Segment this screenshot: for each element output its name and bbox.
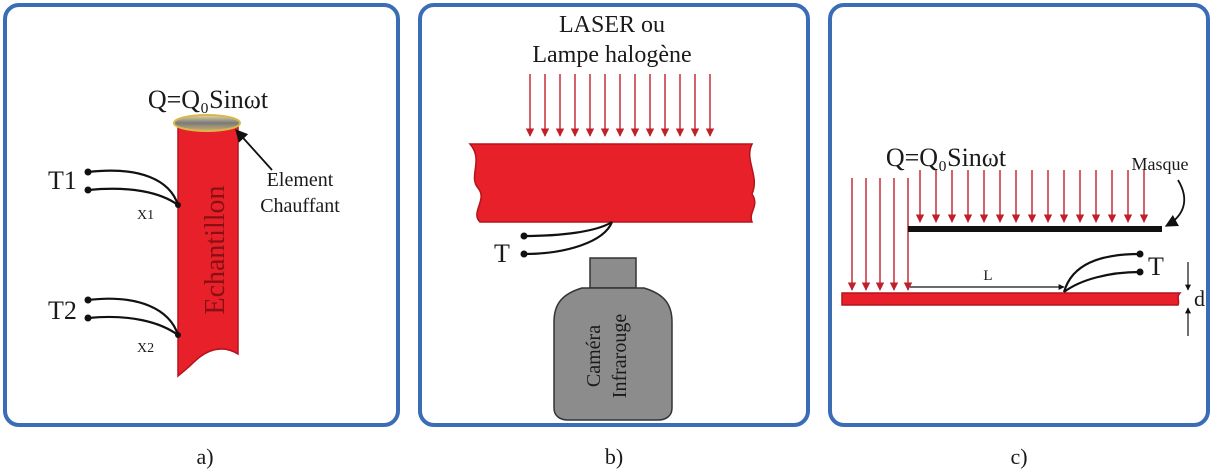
panel-c-masked-arrows [915,170,1149,223]
panel-c-caption: c) [1010,444,1027,469]
panel-c: Q=Q₀Sinωt Masque [828,3,1210,469]
panel-c-frame [828,3,1210,427]
probe-t2-junction [175,332,181,338]
panel-b-probe-wire-bottom [523,221,614,256]
panel-a-sample-bar [177,123,239,378]
thickness-d-label: d [1194,286,1205,311]
probe-x1-label: X1 [137,208,154,223]
camera-body [553,287,673,421]
panel-b-probe-wire-top [523,221,613,238]
panel-c-source-label: Q=Q₀Sinωt [886,143,1007,172]
panel-a-source-label: Q=Q₀Sinωt [148,85,269,114]
panel-b-source-line2: Lampe halogène [532,42,691,68]
probe-x2-label: X2 [137,341,154,356]
probe-t2-wire-top [87,297,180,336]
panel-b-probe-label: T [494,239,510,268]
panel-c-probe-wire-bottom [1063,270,1141,293]
sample-label: Echantillon [200,185,231,314]
mask-label: Masque [1132,154,1189,174]
panel-b-source-line1: LASER ou [559,12,665,38]
heater-label-line1: Element [267,169,334,191]
panel-b-sample-bar [468,143,756,223]
heater-pointer-arrow [235,129,273,171]
probe-t1-label: T1 [48,166,77,195]
panel-c-sample-bar [841,292,1182,306]
panel-c-probe-wire-top [1062,252,1141,293]
probe-t2-wire-bottom [87,315,179,336]
panel-b-illumination-arrows [525,74,715,137]
panel-b: LASER ou Lampe halogène T Ca [418,3,810,469]
camera-label-line2: Infrarouge [609,314,631,399]
panel-c-probe-label: T [1148,252,1164,281]
probe-t1-junction [175,202,181,208]
heating-element [173,114,241,132]
panel-a-caption: a) [196,444,213,469]
probe-t2-label: T2 [48,296,77,325]
mask-plate [908,226,1162,232]
camera-lens [589,257,637,289]
probe-t1-wire-top [87,169,180,206]
panel-c-direct-arrows [847,178,913,291]
panel-b-caption: b) [605,444,623,469]
heater-label-line2: Chauffant [260,195,340,217]
panel-a: Q=Q₀Sinωt Element Chauffant Echantillon … [3,3,400,469]
mask-pointer-arrow [1164,179,1186,227]
distance-l-label: L [983,268,992,284]
probe-t1-wire-bottom [87,187,179,206]
camera-label-line1: Caméra [583,325,605,387]
